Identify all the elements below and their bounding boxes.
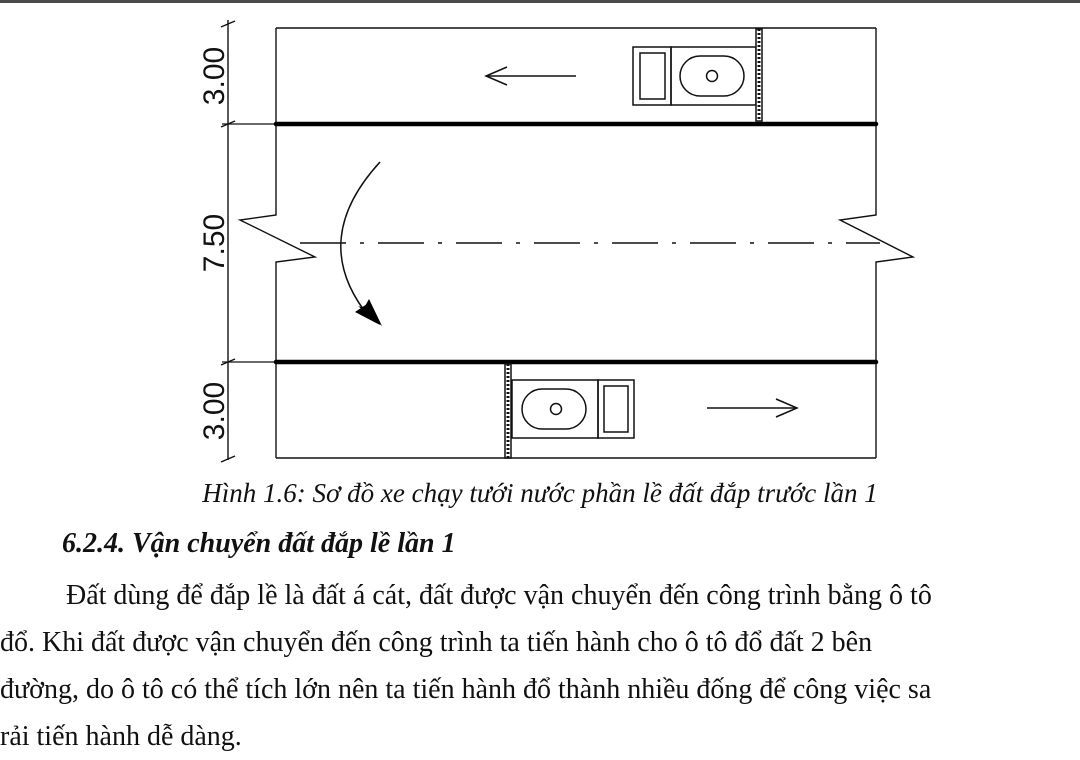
paragraph-line: rải tiến hành dễ dàng. [0, 721, 242, 752]
dimension-label-top: 3.00 [198, 47, 231, 105]
dimension-line [220, 20, 236, 463]
paragraph-line: đường, do ô tô có thể tích lớn nên ta ti… [0, 674, 932, 705]
direction-arrow-icon [484, 66, 576, 86]
dimension-label-middle: 7.50 [198, 214, 231, 272]
dimension-label-bottom: 3.00 [198, 382, 231, 440]
watering-truck-icon [504, 363, 635, 459]
paragraph-line: đổ. Khi đất được vận chuyển đến công trì… [0, 627, 873, 658]
paragraph-line: Đất dùng để đắp lề là đất á cát, đất đượ… [66, 580, 932, 611]
road-outline [237, 27, 916, 459]
figure-caption: Hình 1.6: Sơ đồ xe chạy tưới nước phần l… [202, 478, 878, 508]
road-watering-diagram: 3.00 7.50 3.00 [198, 20, 916, 463]
watering-truck-icon [632, 28, 763, 122]
turning-arrow-icon [339, 161, 382, 326]
direction-arrow-icon [707, 398, 799, 418]
shoulder-edge-lines [273, 121, 879, 365]
section-heading: 6.2.4. Vận chuyển đất đắp lề lần 1 [62, 528, 456, 559]
extension-lines [222, 123, 276, 363]
page-top-border [0, 0, 1080, 3]
